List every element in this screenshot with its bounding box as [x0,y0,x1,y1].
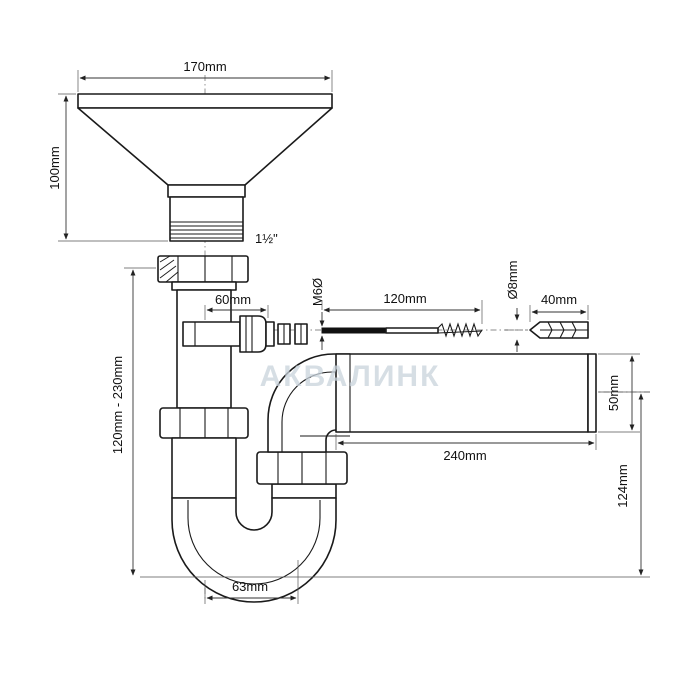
dim-funnel-height: 100mm [47,93,168,242]
vertical-pipe [176,289,232,409]
side-branch [182,315,275,353]
outlet-nut [256,451,348,485]
dim-nut-offset: 60mm [204,292,269,320]
dim-bend-width: 63mm [204,560,299,604]
middle-nut [159,407,249,439]
dim-funnel-width: 170mm [77,59,333,92]
funnel-thread [170,221,243,239]
funnel [77,93,333,242]
u-bend [171,437,337,603]
label-outlet-height: 124mm [615,464,630,507]
label-outlet-diameter: 50mm [606,375,621,411]
label-bend-width: 63mm [232,579,268,594]
watermark-logo: АКВАЛИНК [260,360,441,393]
dim-screw-length: 120mm [321,291,483,324]
label-nut-offset: 60mm [215,292,251,307]
label-screw-length: 120mm [383,291,426,306]
dim-dowel-length: 40mm [529,292,589,322]
label-screw-thread: M6Ø [310,278,325,306]
label-height-range: 120mm - 230mm [110,356,125,454]
top-nut [157,255,249,291]
dim-outlet-diameter: 50mm [598,353,640,433]
dim-height-range: 120mm - 230mm [110,267,156,576]
outlet-pipe [335,353,597,433]
label-funnel-height: 100mm [47,146,62,189]
dim-outlet-length: 240mm [335,434,597,463]
screw-nuts [277,323,308,345]
label-thread-size: 1½" [255,231,278,246]
label-dowel-length: 40mm [541,292,577,307]
mounting-screw [321,322,483,338]
outlet-elbow [267,353,351,453]
wall-dowel [529,321,589,339]
label-dowel-diameter: Ø8mm [505,261,520,300]
label-outlet-length: 240mm [443,448,486,463]
label-funnel-width: 170mm [183,59,226,74]
dim-outlet-height: 124mm [140,391,650,578]
